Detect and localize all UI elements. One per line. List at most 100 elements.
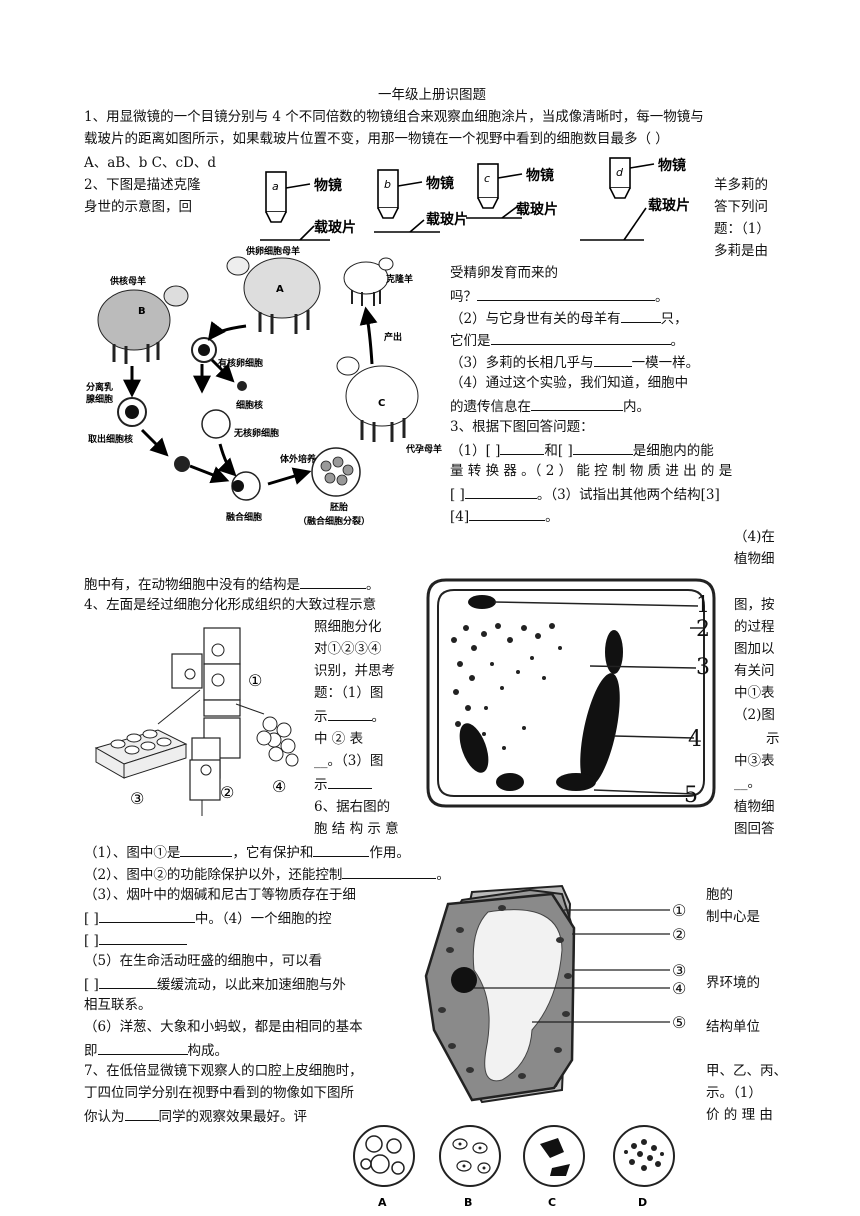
label-embryo-note: （融合细胞分裂）: [298, 515, 370, 527]
q3-line6: （4)在: [734, 529, 775, 545]
answer-blank[interactable]: [477, 286, 655, 301]
lens-label: b: [384, 178, 391, 191]
q2-line8: 它们是。: [450, 330, 684, 350]
q3-line7: 植物细: [734, 551, 775, 567]
cell-label-5: 5: [684, 783, 698, 808]
q4-right1: 图，按: [734, 597, 775, 613]
answer-blank[interactable]: [593, 352, 632, 367]
differentiation-diagram: ① ② ③ ④: [94, 627, 299, 816]
q1-line1: 1、用显微镜的一个目镜分别与 4 个不同倍数的物镜组合来观察血细胞涂片，当成像清…: [84, 109, 704, 125]
answer-blank[interactable]: [327, 774, 372, 789]
q6-para5: （5）在生命活动旺盛的细胞中，可以看: [84, 953, 323, 969]
answer-blank[interactable]: [97, 1040, 188, 1055]
q2-line6: 吗？。: [450, 286, 669, 306]
answer-blank[interactable]: [300, 574, 366, 589]
answer-blank[interactable]: [98, 974, 157, 989]
answer-blank[interactable]: [620, 308, 661, 323]
q1-options: A、aB、b C、cD、d: [84, 155, 217, 171]
plant-cell-diagram-2: [424, 884, 670, 1104]
q2-line10: （4）通过这个实验，我们知道，细胞中: [450, 375, 689, 391]
q4-line6: 示。: [314, 706, 385, 726]
cell2-label-3: ③: [672, 961, 687, 980]
q6-right2: 图回答: [734, 821, 775, 837]
objective-label: 物镜: [426, 175, 454, 192]
q4-right3: 图加以: [734, 641, 775, 657]
lens-label: d: [616, 166, 624, 179]
q4-line3: 对①②③④: [314, 641, 382, 657]
q3-line1: 3、根据下图回答问题：: [450, 419, 594, 435]
answer-blank[interactable]: [342, 864, 437, 879]
q7-right1: 甲、乙、丙、: [706, 1063, 787, 1079]
cell2-label-4: ④: [672, 979, 687, 998]
view-label-c: C: [548, 1196, 556, 1209]
q4-right8: 中③表: [734, 753, 775, 769]
q6-para3b: [ ]中。（4）一个细胞的控: [84, 908, 332, 928]
q7-right2: 示。（1）: [706, 1085, 762, 1101]
q4-line1: 4、左面是经过细胞分化形成组织的大致过程示意: [84, 597, 377, 613]
q4-right4: 有关问: [734, 663, 775, 679]
q3-line5: [4]。: [450, 506, 559, 526]
q6-right1: 植物细: [734, 799, 775, 815]
label-nucleated-egg: 有核卵细胞: [218, 357, 263, 369]
label-fused-cell: 融合细胞: [226, 511, 262, 523]
label-birth: 产出: [384, 331, 402, 343]
answer-blank[interactable]: [469, 506, 546, 521]
q6-para3: （3）、烟叶中的烟碱和尼古丁等物质存在于细: [84, 887, 356, 903]
q6-line1: 6、据右图的: [314, 799, 391, 815]
answer-blank[interactable]: [124, 1106, 159, 1121]
q2-line4: 多莉是由: [714, 243, 768, 259]
q4-right2: 的过程: [734, 619, 775, 635]
cell2-label-1: ①: [672, 901, 687, 920]
slide-label: 载玻片: [516, 201, 558, 218]
q2-line2b: 答下列问: [714, 199, 768, 215]
label-c: C: [378, 398, 385, 409]
q6-para6: （6）洋葱、大象和小蚂蚁，都是由相同的基本: [84, 1019, 363, 1035]
cloning-diagram: 供卵细胞母羊 克隆羊 供核母羊 分离乳 腺细胞 取出细胞核 有核卵细胞 细胞核 …: [86, 245, 442, 527]
label-nucleus-donor: 供核母羊: [109, 275, 146, 287]
answer-blank[interactable]: [327, 706, 372, 721]
diff-label-3: ③: [130, 789, 144, 808]
q6-para6c: 即构成。: [84, 1040, 228, 1060]
cell-label-1: 1: [696, 593, 710, 618]
sheep-nucleus-donor: [97, 285, 189, 364]
q2-line1b: 羊多莉的: [714, 177, 768, 193]
q2-line3: 题：（1）: [714, 221, 770, 237]
label-a: A: [276, 284, 284, 295]
answer-blank[interactable]: [464, 484, 537, 499]
answer-blank[interactable]: [531, 396, 623, 411]
q4-line9: 示: [314, 774, 372, 794]
objective-label: 物镜: [526, 167, 554, 184]
q4-right5: 中①表: [734, 685, 775, 701]
q3-line8: 胞中有，在动物细胞中没有的结构是。: [84, 574, 380, 594]
cell-label-2: 2: [696, 617, 710, 642]
q4-line4: 识别，并思考: [314, 663, 395, 679]
answer-blank[interactable]: [500, 440, 545, 455]
q3-line3: 量 转 换 器 。（ 2 ） 能 控 制 物 质 进 出 的 是: [450, 463, 733, 479]
q7-line1: 7、在低倍显微镜下观察人的口腔上皮细胞时，: [84, 1063, 363, 1079]
slide-label: 载玻片: [426, 211, 468, 228]
answer-blank[interactable]: [98, 930, 187, 945]
plant-cell-diagram-1: [426, 578, 716, 808]
page-title: 一年级上册识图题: [378, 87, 486, 103]
q7-line3: 你认为同学的观察效果最好。评: [84, 1106, 307, 1126]
lens-label: c: [484, 172, 490, 185]
answer-blank[interactable]: [180, 842, 233, 857]
q6-para2: （2）、图中②的功能除保护以外，还能控制。: [84, 864, 450, 884]
label-separate: 分离乳: [86, 381, 113, 393]
answer-blank[interactable]: [490, 330, 671, 345]
label-embryo: 胚胎: [330, 501, 348, 513]
view-label-a: A: [378, 1196, 387, 1209]
objective-lens-figure: a b c d 物镜 物镜 物镜 物镜 载玻片 载玻片 载玻片 载玻片: [260, 157, 690, 241]
q6-para6b: 结构单位: [706, 1019, 760, 1035]
objective-label: 物镜: [314, 177, 342, 194]
label-in-vitro: 体外培养: [280, 453, 316, 465]
label-surrogate: 代孕母羊: [405, 443, 442, 455]
q4-line2: 照细胞分化: [314, 619, 382, 635]
answer-blank[interactable]: [98, 908, 195, 923]
q4-line8: __。（3）图: [314, 753, 384, 769]
answer-blank[interactable]: [313, 842, 370, 857]
answer-blank[interactable]: [572, 440, 633, 455]
cell-label-4: 4: [688, 727, 702, 752]
q3-line4: [ ]。（3）试指出其他两个结构[3]: [450, 484, 720, 504]
q2-line7: （2）与它身世有关的母羊有只，: [450, 308, 688, 328]
